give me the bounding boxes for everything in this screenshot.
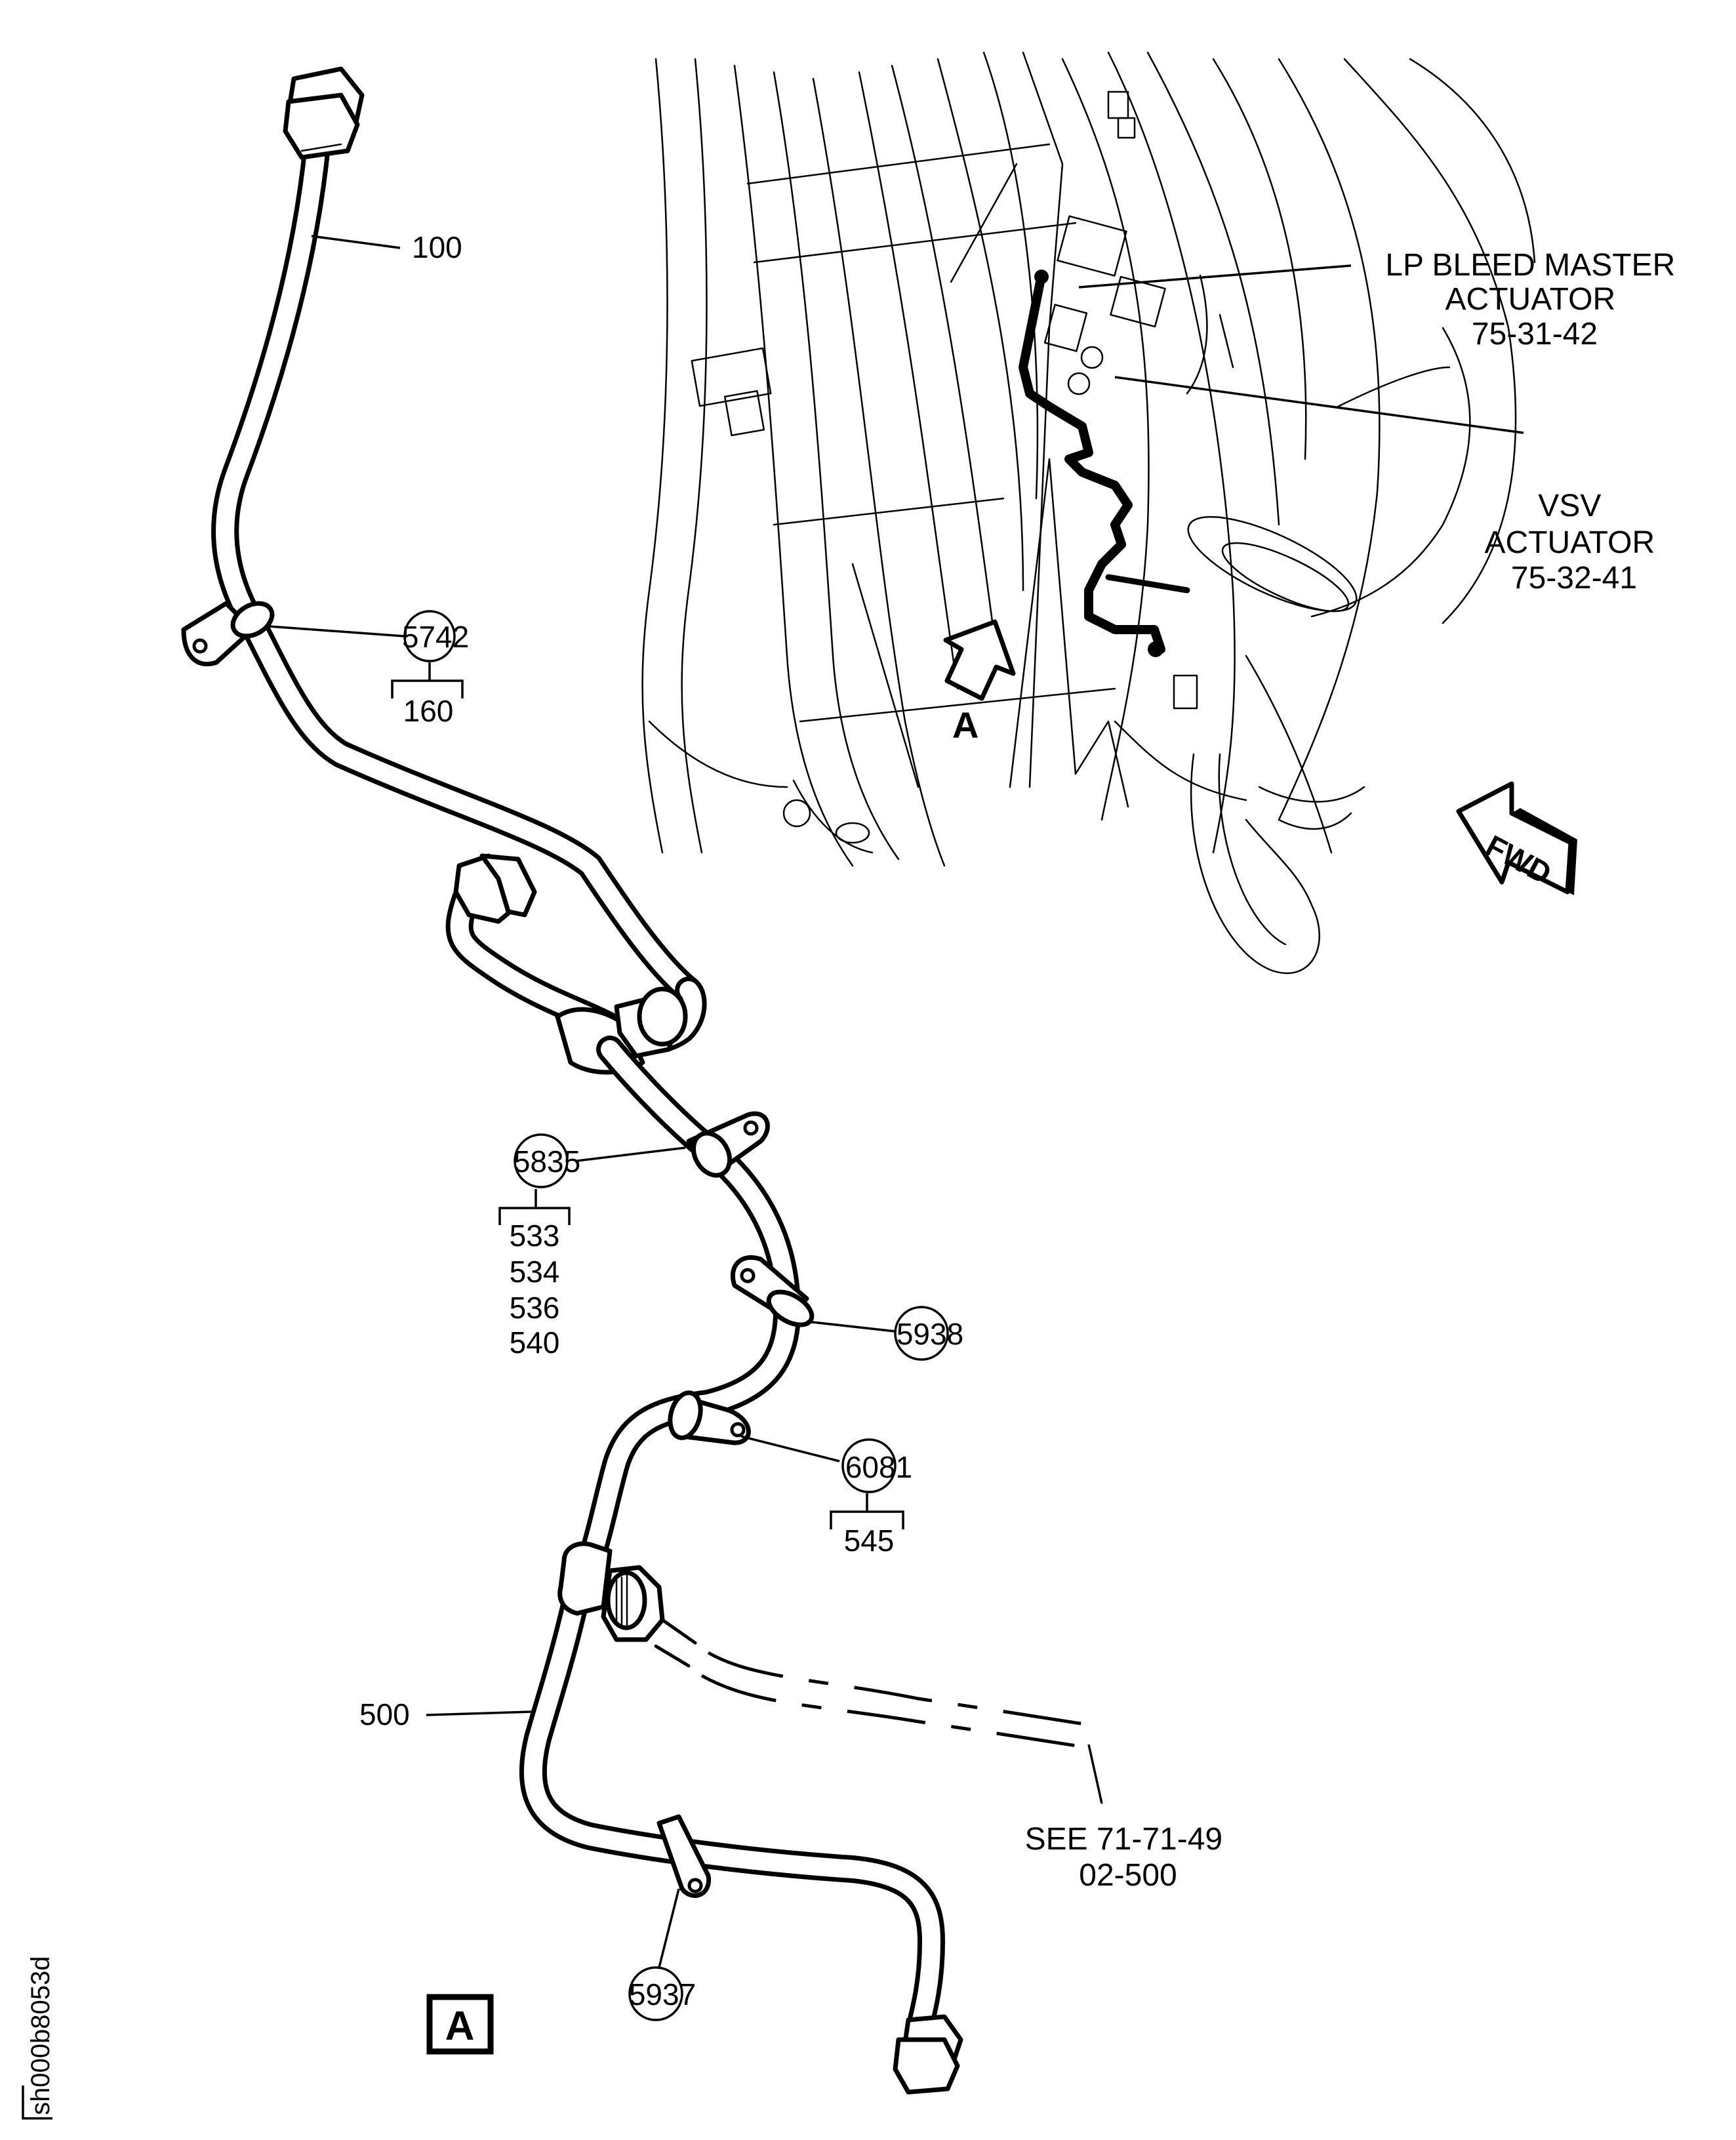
svg-text:545: 545	[844, 1524, 895, 1558]
harness-branch	[1105, 574, 1190, 594]
svg-text:5742: 5742	[402, 620, 469, 654]
item-label-100: 100	[412, 230, 462, 264]
svg-text:5938: 5938	[897, 1317, 963, 1351]
clamp-5937	[656, 1814, 711, 1898]
svg-text:533: 533	[510, 1219, 560, 1253]
leader-lp-bleed	[1078, 264, 1352, 289]
svg-text:534: 534	[510, 1255, 560, 1289]
clamp-5938	[730, 1255, 815, 1327]
svg-text:5937: 5937	[629, 1977, 696, 2011]
elbow-assembly	[445, 853, 707, 1075]
svg-text:sh000b8053d: sh000b8053d	[26, 1956, 55, 2115]
view-a-box: A	[426, 1994, 494, 2055]
leader-500	[426, 1710, 532, 1716]
tee-fitting	[557, 1541, 665, 1642]
svg-text:5835: 5835	[514, 1144, 580, 1179]
svg-text:A: A	[445, 2004, 475, 2049]
balloon-6081: 6081 545	[740, 1435, 912, 1558]
harness-connector	[1148, 641, 1163, 657]
bottom-fitting	[893, 2014, 963, 2095]
clamp-5742	[181, 601, 275, 666]
lp-bleed-callout: LP BLEED MASTER ACTUATOR 75-31-42	[1385, 248, 1684, 352]
branch-pipe-phantom	[654, 1618, 1089, 1750]
engine-outline-drawing	[641, 51, 1536, 975]
vsv-callout: VSV ACTUATOR 75-32-41	[1485, 489, 1664, 596]
svg-text:160: 160	[403, 694, 454, 728]
fwd-arrow-icon: FWD	[1456, 781, 1577, 895]
top-fitting	[283, 66, 365, 160]
balloon-5938: 5938	[806, 1306, 963, 1361]
item-label-500: 500	[359, 1697, 410, 1731]
balloon-5742: 5742 160	[268, 610, 469, 728]
pipe-100	[211, 117, 702, 1004]
view-a-arrow-label: A	[952, 704, 979, 746]
reference-note: SEE 71-71-49 02-500	[1025, 1822, 1232, 1893]
svg-text:6081: 6081	[845, 1450, 912, 1484]
wiring-harness	[1019, 271, 1165, 654]
leader-reference-note	[1087, 1744, 1103, 1804]
clamp-6081	[668, 1390, 751, 1445]
balloon-5937: 5937	[628, 1888, 696, 2021]
harness-connector	[1034, 270, 1049, 284]
svg-text:540: 540	[510, 1325, 560, 1360]
view-a-arrow-icon	[943, 619, 1016, 701]
leader-vsv	[1114, 376, 1524, 434]
clamp-5835	[686, 1111, 770, 1178]
leader-100	[311, 235, 401, 249]
drawing-id: sh000b8053d	[22, 1956, 55, 2120]
balloon-5835: 5835 533 534 536 540	[498, 1133, 686, 1360]
svg-text:536: 536	[510, 1291, 560, 1325]
